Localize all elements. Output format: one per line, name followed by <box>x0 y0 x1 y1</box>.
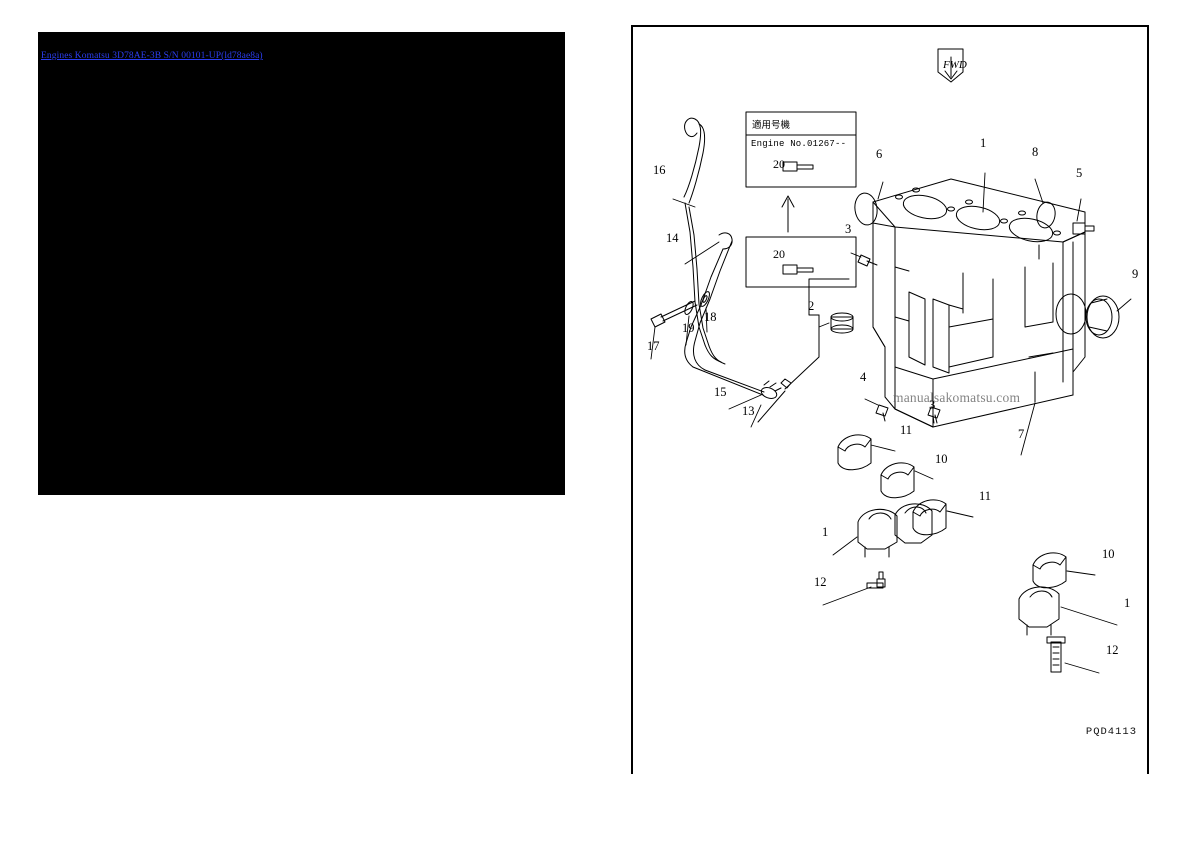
bolt-part-3-lower <box>927 406 941 424</box>
callout-1-b: 1 <box>822 525 829 539</box>
callout-15: 15 <box>714 385 727 399</box>
callout-8: 8 <box>1032 145 1039 159</box>
clamp-part-15 <box>780 378 792 389</box>
bearing-cap-1-a2 <box>894 503 933 544</box>
plug-part-2 <box>830 312 854 334</box>
callout-11-b: 11 <box>979 489 992 503</box>
bolt-part-3-upper <box>857 254 878 267</box>
cover-part-9 <box>1085 295 1120 339</box>
left-image-panel: Engines Komatsu 3D78AE-3B S/N 00101-UP(l… <box>38 32 565 495</box>
callout-20-bottom: 20 <box>773 247 785 261</box>
callout-4: 4 <box>860 370 867 384</box>
bearing-cap-1-a <box>857 508 898 558</box>
catalog-title-link[interactable]: Engines Komatsu 3D78AE-3B S/N 00101-UP(l… <box>41 51 263 61</box>
callout-10-b: 10 <box>1102 547 1115 561</box>
parts-diagram-panel: 適用号機 Engine No.01267-- 20 20 FWD 16 14 1… <box>631 25 1149 774</box>
leader-2-lower <box>784 314 820 390</box>
plug-part-8 <box>1036 201 1056 229</box>
callout-3-lower: 3 <box>929 398 936 412</box>
oil-filler-tube-part-14 <box>684 232 782 399</box>
leader-13 <box>757 390 786 423</box>
fwd-label: FWD <box>943 59 967 71</box>
bearing-shell-11-a <box>837 434 872 471</box>
bolt-part-12-b <box>1046 636 1066 673</box>
leader-2-bracket <box>808 278 850 316</box>
bearing-shell-10-a <box>880 462 915 499</box>
callout-7: 7 <box>1018 427 1025 441</box>
panel-right-edge <box>1147 27 1149 774</box>
dipstick-part-16 <box>683 117 726 365</box>
callout-19: 19 <box>682 321 695 335</box>
fwd-orientation-icon <box>937 48 964 83</box>
callout-17: 17 <box>647 339 660 353</box>
callout-20-top: 20 <box>773 157 785 171</box>
bolt-part-4 <box>875 404 889 422</box>
callout-2: 2 <box>808 299 815 313</box>
note-engine-no: Engine No.01267-- <box>751 139 847 149</box>
callout-3-upper: 3 <box>845 222 852 236</box>
drawing-code: PQD4113 <box>1085 726 1137 738</box>
bearing-shell-10-b <box>1032 552 1067 589</box>
washer-part-18 <box>700 291 710 307</box>
leader-lines <box>650 172 1132 674</box>
bolt-part-5 <box>1072 222 1095 235</box>
note-header-jp: 適用号機 <box>752 120 791 131</box>
callout-12-b: 12 <box>1106 643 1119 657</box>
callout-10-a: 10 <box>935 452 948 466</box>
callout-14: 14 <box>666 231 679 245</box>
callout-1-c: 1 <box>1124 596 1131 610</box>
plug-part-6 <box>854 192 878 226</box>
callout-6: 6 <box>876 147 883 161</box>
bearing-shell-11-b <box>912 499 947 536</box>
callout-9: 9 <box>1132 267 1139 281</box>
bearing-cap-1-b <box>1018 586 1060 636</box>
callout-5: 5 <box>1076 166 1083 180</box>
callout-1: 1 <box>980 136 987 150</box>
bolt-part-12-a <box>866 571 886 589</box>
callout-13: 13 <box>742 404 755 418</box>
callout-18: 18 <box>704 310 717 324</box>
cylinder-block-assembly-drawing <box>650 48 1132 674</box>
engine-no-note-box <box>745 111 857 288</box>
callout-11-a: 11 <box>900 423 913 437</box>
callout-16: 16 <box>653 163 666 177</box>
cylinder-block-body <box>872 178 1087 428</box>
bolt-part-17 <box>650 300 698 328</box>
washer-part-19 <box>684 301 694 315</box>
callout-12-a: 12 <box>814 575 827 589</box>
